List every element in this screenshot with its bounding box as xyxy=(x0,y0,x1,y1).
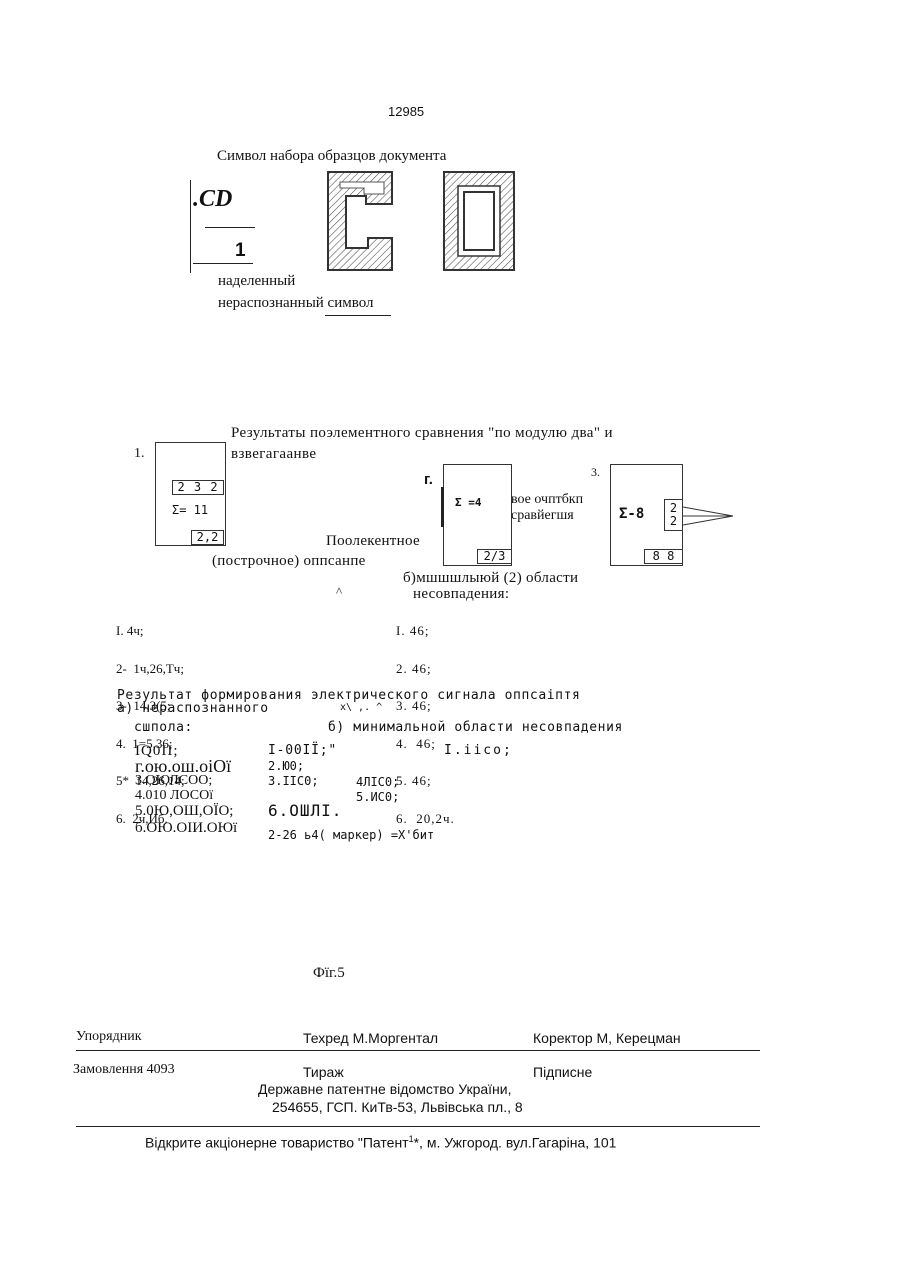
fig1-zero-glyph xyxy=(440,168,518,274)
code-mid2-2: 5.ИС0; xyxy=(356,790,399,804)
fig2-box1-cell-bottom: 2,2 xyxy=(191,530,224,545)
fig1-title: Символ набора образцов документа xyxy=(217,148,446,165)
fig1-caption-underline xyxy=(325,315,391,316)
fig2-caption-right1: б)мшшшлыюй (2) области xyxy=(403,570,578,587)
fig2-box3-pointer xyxy=(683,505,735,527)
fig2-box1-number: 1. xyxy=(134,446,145,462)
figure-label: Фïг.5 xyxy=(313,965,345,982)
code-mid2-1: 4ЛIC0; xyxy=(356,775,399,789)
code-mid-3: 3.IIC0; xyxy=(268,774,319,788)
footer-corrector: Коректор М, Керецман xyxy=(533,1030,681,1046)
code-big: 6.ОШЛI. xyxy=(268,801,342,820)
footer-compiler: Упорядник xyxy=(76,1029,142,1045)
fig1-cd-label: .CD xyxy=(193,186,232,213)
result-line3a: сшпола: xyxy=(134,720,193,735)
fig1-c-glyph xyxy=(320,168,398,274)
footer-office: Державне патентне відомство України, xyxy=(258,1081,512,1097)
fig2-box3-cell-side: 2 2 xyxy=(664,499,683,531)
fig2-caption-left: (построчное) оппсанпе xyxy=(212,553,366,570)
footer-publisher: Відкрите акціонерне товариство "Патент1*… xyxy=(145,1134,616,1151)
fig2-box3-sigma: Σ-8 xyxy=(619,506,644,522)
code-mid-1: I-00IЇ;" xyxy=(268,743,337,758)
list-item: 5. 46; xyxy=(396,775,455,788)
footer-techred: Техред М.Моргентал xyxy=(303,1030,438,1046)
result-line2a: а) нераспознанного xyxy=(117,701,269,716)
footer-signed: Підписне xyxy=(533,1064,592,1080)
fig1-rule-2 xyxy=(193,263,253,264)
fig2-side-text1: вое очптбкп xyxy=(511,492,583,508)
fig1-rule-1 xyxy=(205,227,255,228)
fig2-title-line2: взвегагаанве xyxy=(231,446,316,463)
fig2-caret: ^ xyxy=(336,584,342,600)
fig2-title-line1: Результаты поэлементного сравнения "по м… xyxy=(231,425,613,442)
fig2-caption-mid: Поолекентное xyxy=(326,533,420,550)
code-left-4: 4.010 ЛОСОї xyxy=(135,788,213,804)
fig1-one-label: 1 xyxy=(235,240,246,262)
fig2-side-text2: сравйегшя xyxy=(511,508,574,524)
code-mid-2: 2.Ю0; xyxy=(268,759,304,773)
fig1-left-bar xyxy=(190,180,191,273)
result-line3b: б) минимальной области несовпадения xyxy=(328,720,623,735)
list-right: I. 46; 2. 46; 3. 46; 4. 46; 5. 46; 6. 20… xyxy=(396,600,455,838)
fig2-box2-number: г. xyxy=(424,471,433,488)
footer-circulation: Тираж xyxy=(303,1064,344,1080)
code-right: I.iico; xyxy=(444,743,513,758)
fig2-box1-cells-top: 2 3 2 xyxy=(172,480,224,495)
footer-rule-bottom xyxy=(76,1126,760,1127)
list-item: 2- 1ч,26,Тч; xyxy=(116,663,185,676)
fig1-caption-line1: наделенный xyxy=(218,273,295,290)
footer-rule-top xyxy=(76,1050,760,1051)
fig2-box3-cell-bottom: 8 8 xyxy=(644,549,683,564)
list-item: 6. 20,2ч. xyxy=(396,813,455,826)
footer-order: Замовлення 4093 xyxy=(73,1062,175,1078)
code-left-5: 5.0Ю,ОШ,ОЇО; xyxy=(135,803,233,820)
list-item: I. 46; xyxy=(396,625,455,638)
code-left-6: б.ОЮ.ОIИ.ОЮї xyxy=(135,820,237,837)
code-note: 2-26 ь4( маркер) =Х'бит xyxy=(268,828,434,842)
code-left-3: 3.ОЮЛСОО; xyxy=(135,773,212,789)
footer-address: 254655, ГСП. КиТв-53, Львівська пл., 8 xyxy=(272,1099,523,1115)
fig1-caption-line2: нераспознанный символ xyxy=(218,295,374,312)
fig2-box2-marker xyxy=(441,487,444,527)
fig2-box2-sigma: Σ =4 xyxy=(455,496,482,509)
list-item: 2. 46; xyxy=(396,663,455,676)
footer-publisher-a: Відкрите акціонерне товариство "Патент xyxy=(145,1135,409,1151)
footer-publisher-b: *, м. Ужгород. вул.Гагаріна, 101 xyxy=(414,1135,617,1151)
result-marks: x\ ,. ^ xyxy=(340,702,382,713)
page-number: 12985 xyxy=(388,104,424,119)
fig2-box1-sigma: Σ= 11 xyxy=(172,503,208,517)
fig2-box3-number: 3. xyxy=(591,465,600,480)
fig2-box2-cell-bottom: 2/3 xyxy=(477,549,512,564)
list-item: I. 4ч; xyxy=(116,625,185,638)
